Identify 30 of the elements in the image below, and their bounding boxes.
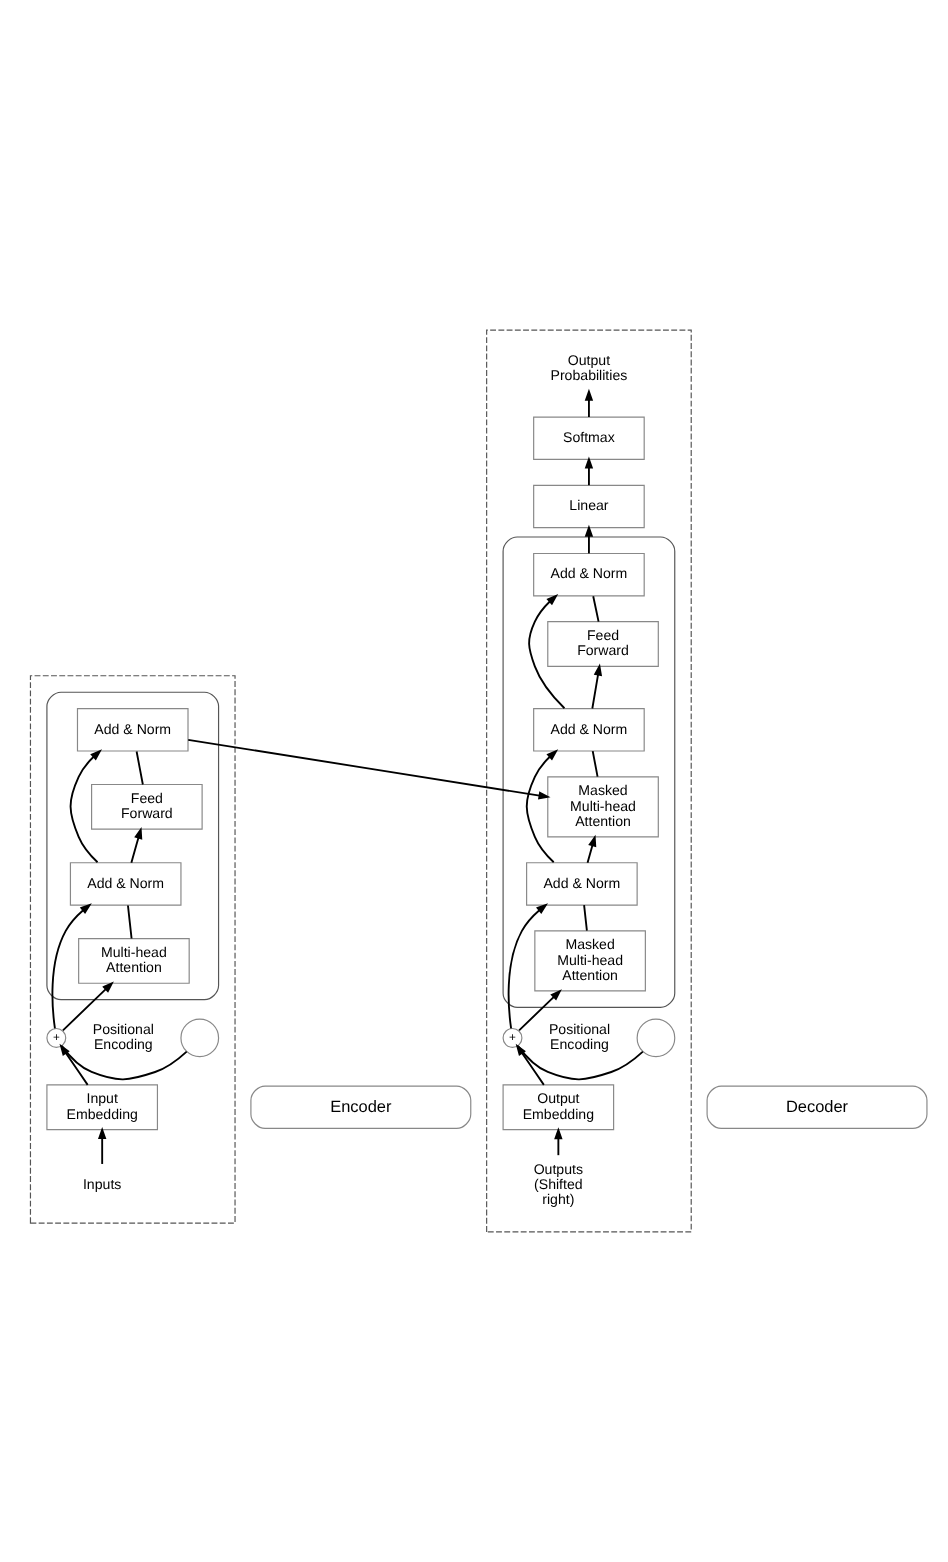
arrow <box>584 524 594 555</box>
arrow <box>187 738 551 800</box>
arrow <box>59 1043 89 1086</box>
arrow <box>507 903 548 1030</box>
connector <box>592 595 600 623</box>
arrow <box>97 1127 107 1165</box>
arrow <box>525 749 559 864</box>
arrow <box>528 594 566 710</box>
arrow <box>69 749 102 864</box>
arrow <box>62 981 114 1032</box>
cluster <box>486 329 692 1233</box>
node-circle <box>180 1018 220 1058</box>
arrow <box>591 663 603 710</box>
connector <box>516 1044 644 1081</box>
arrow <box>584 388 594 418</box>
arrow <box>586 834 597 864</box>
connector <box>127 904 133 940</box>
arrow <box>51 903 92 1030</box>
arrow <box>130 826 143 864</box>
connector <box>60 1044 188 1081</box>
arrow <box>554 1127 563 1157</box>
arrow <box>518 989 562 1032</box>
connector <box>135 750 144 786</box>
cluster <box>46 691 220 1001</box>
connector <box>591 750 599 778</box>
node-circle <box>636 1018 676 1058</box>
cluster <box>29 675 236 1224</box>
connector <box>583 904 588 932</box>
arrow <box>584 456 594 487</box>
arrow <box>515 1043 545 1086</box>
